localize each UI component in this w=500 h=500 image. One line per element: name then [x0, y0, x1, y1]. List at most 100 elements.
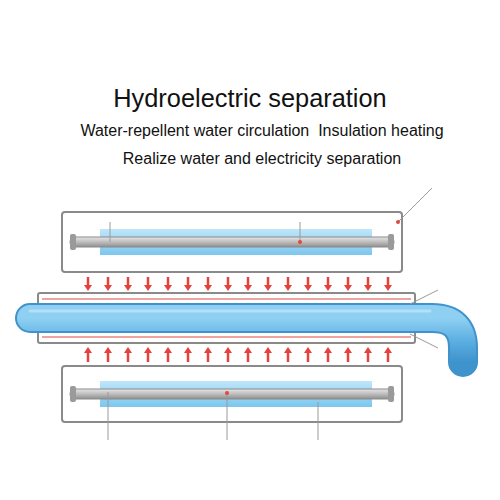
leader-line: [398, 188, 432, 222]
heat-arrow-head: [244, 347, 252, 353]
subtitle: Water-repellent water circulation Insula…: [12, 122, 500, 140]
heat-arrow: [267, 277, 270, 286]
heating-rod: [70, 237, 394, 247]
heat-arrow: [287, 352, 290, 362]
leader-line: [108, 392, 109, 440]
heat-arrow: [127, 277, 130, 286]
heating-wire: [42, 298, 411, 299]
rod-cap: [388, 386, 394, 402]
heat-arrow-head: [284, 285, 292, 291]
heat-arrow: [167, 277, 170, 286]
heat-arrow-head: [124, 285, 132, 291]
heat-arrow-head: [184, 285, 192, 291]
heat-arrow: [247, 352, 250, 362]
heater-housing: [62, 212, 402, 272]
heat-arrow: [247, 277, 250, 286]
heat-arrow-head: [204, 285, 212, 291]
pipe-highlight: [30, 310, 430, 313]
heat-arrows-down: [84, 277, 392, 291]
water-pipe-assembly: [30, 293, 463, 362]
leader-line: [410, 334, 438, 348]
subtitle: Realize water and electricity separation: [12, 150, 500, 168]
leader-line: [410, 290, 438, 304]
heat-arrow: [347, 277, 350, 286]
leader-dot: [298, 240, 302, 244]
heat-arrow-head: [164, 347, 172, 353]
heat-arrow: [267, 352, 270, 362]
heat-arrow-head: [244, 285, 252, 291]
leader-dots: [225, 220, 400, 395]
leader-lines: [108, 188, 438, 440]
heat-arrow-head: [304, 347, 312, 353]
heat-arrow: [227, 277, 230, 286]
heat-arrow-head: [224, 347, 232, 353]
top-heater: [62, 212, 402, 272]
heat-arrow: [107, 277, 110, 286]
heat-arrow-head: [324, 285, 332, 291]
water-pipe-edge: [30, 318, 463, 362]
heat-arrow: [227, 352, 230, 362]
heat-arrow-head: [264, 347, 272, 353]
heat-arrow: [87, 277, 90, 286]
heat-arrow-head: [144, 285, 152, 291]
heat-arrow-head: [264, 285, 272, 291]
heating-rod: [70, 389, 394, 399]
leader-line: [227, 393, 228, 440]
heat-arrow: [387, 277, 390, 286]
heat-arrow-head: [384, 285, 392, 291]
heat-arrow-head: [124, 347, 132, 353]
heat-arrow-head: [84, 285, 92, 291]
heat-arrow-head: [344, 347, 352, 353]
heat-arrow: [347, 352, 350, 362]
heater-housing: [62, 366, 402, 422]
heat-arrow: [367, 352, 370, 362]
heat-arrow-head: [104, 347, 112, 353]
water-pipe: [30, 318, 463, 362]
heat-arrow: [387, 352, 390, 362]
heat-arrow: [147, 352, 150, 362]
heat-arrow: [147, 277, 150, 286]
heat-arrow: [107, 352, 110, 362]
bottom-heater: [62, 366, 402, 422]
heat-arrow: [327, 277, 330, 286]
heat-arrow-head: [304, 285, 312, 291]
heat-arrows-up: [84, 347, 392, 362]
leader-line: [300, 222, 301, 242]
leader-line: [318, 402, 319, 440]
rod-cap: [70, 386, 76, 402]
rod-cap: [388, 234, 394, 250]
heat-arrow: [187, 352, 190, 362]
heat-arrow-head: [104, 285, 112, 291]
leader-line: [110, 222, 111, 242]
heat-arrow-head: [164, 285, 172, 291]
leader-dot: [396, 220, 400, 224]
heat-arrow: [307, 352, 310, 362]
heat-arrow-head: [224, 285, 232, 291]
heat-arrow: [87, 352, 90, 362]
heat-arrow-head: [324, 347, 332, 353]
heat-arrow-head: [284, 347, 292, 353]
heat-arrow-head: [144, 347, 152, 353]
heat-arrow-head: [184, 347, 192, 353]
heat-arrow: [187, 277, 190, 286]
heat-arrow-head: [364, 347, 372, 353]
heat-arrow: [127, 352, 130, 362]
heat-arrow: [287, 277, 290, 286]
heating-wire: [42, 336, 411, 337]
title: Hydroelectric separation: [0, 84, 500, 113]
heat-arrow-head: [204, 347, 212, 353]
heat-arrow: [207, 352, 210, 362]
heat-arrow: [367, 277, 370, 286]
heat-arrow-head: [344, 285, 352, 291]
heat-arrow-head: [364, 285, 372, 291]
rod-cap: [70, 234, 76, 250]
heat-arrow: [167, 352, 170, 362]
heat-arrow: [327, 352, 330, 362]
heat-arrow-head: [384, 347, 392, 353]
heat-arrow-head: [84, 347, 92, 353]
heat-arrow: [207, 277, 210, 286]
leader-dot: [225, 391, 229, 395]
heat-arrow: [307, 277, 310, 286]
